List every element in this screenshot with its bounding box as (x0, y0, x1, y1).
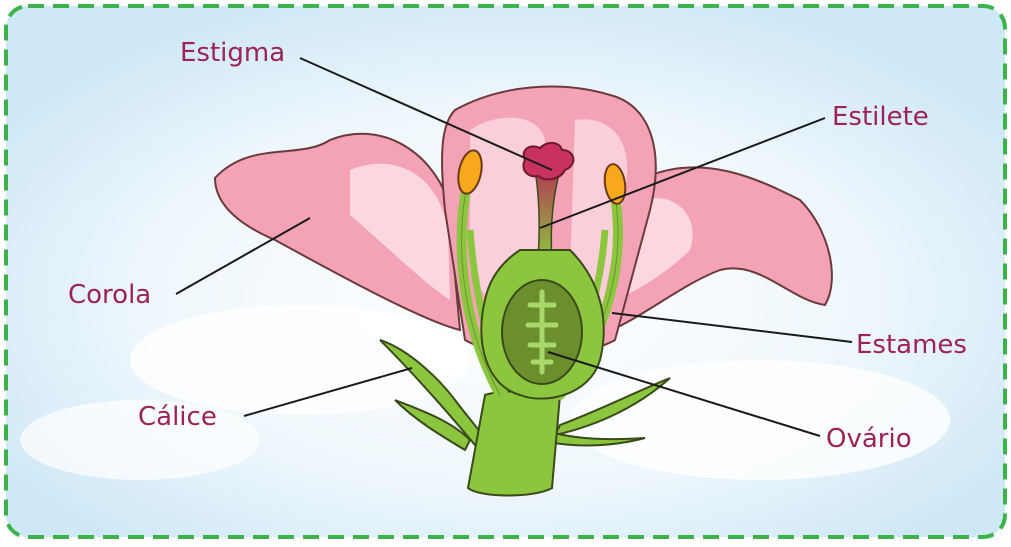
label-estilete: Estilete (832, 102, 929, 132)
label-estames: Estames (856, 330, 967, 360)
cloud (570, 360, 950, 480)
cloud (130, 305, 470, 415)
label-calice: Cálice (138, 402, 217, 432)
label-estigma: Estigma (180, 38, 285, 68)
label-ovario: Ovário (826, 424, 912, 454)
label-corola: Corola (68, 280, 151, 310)
